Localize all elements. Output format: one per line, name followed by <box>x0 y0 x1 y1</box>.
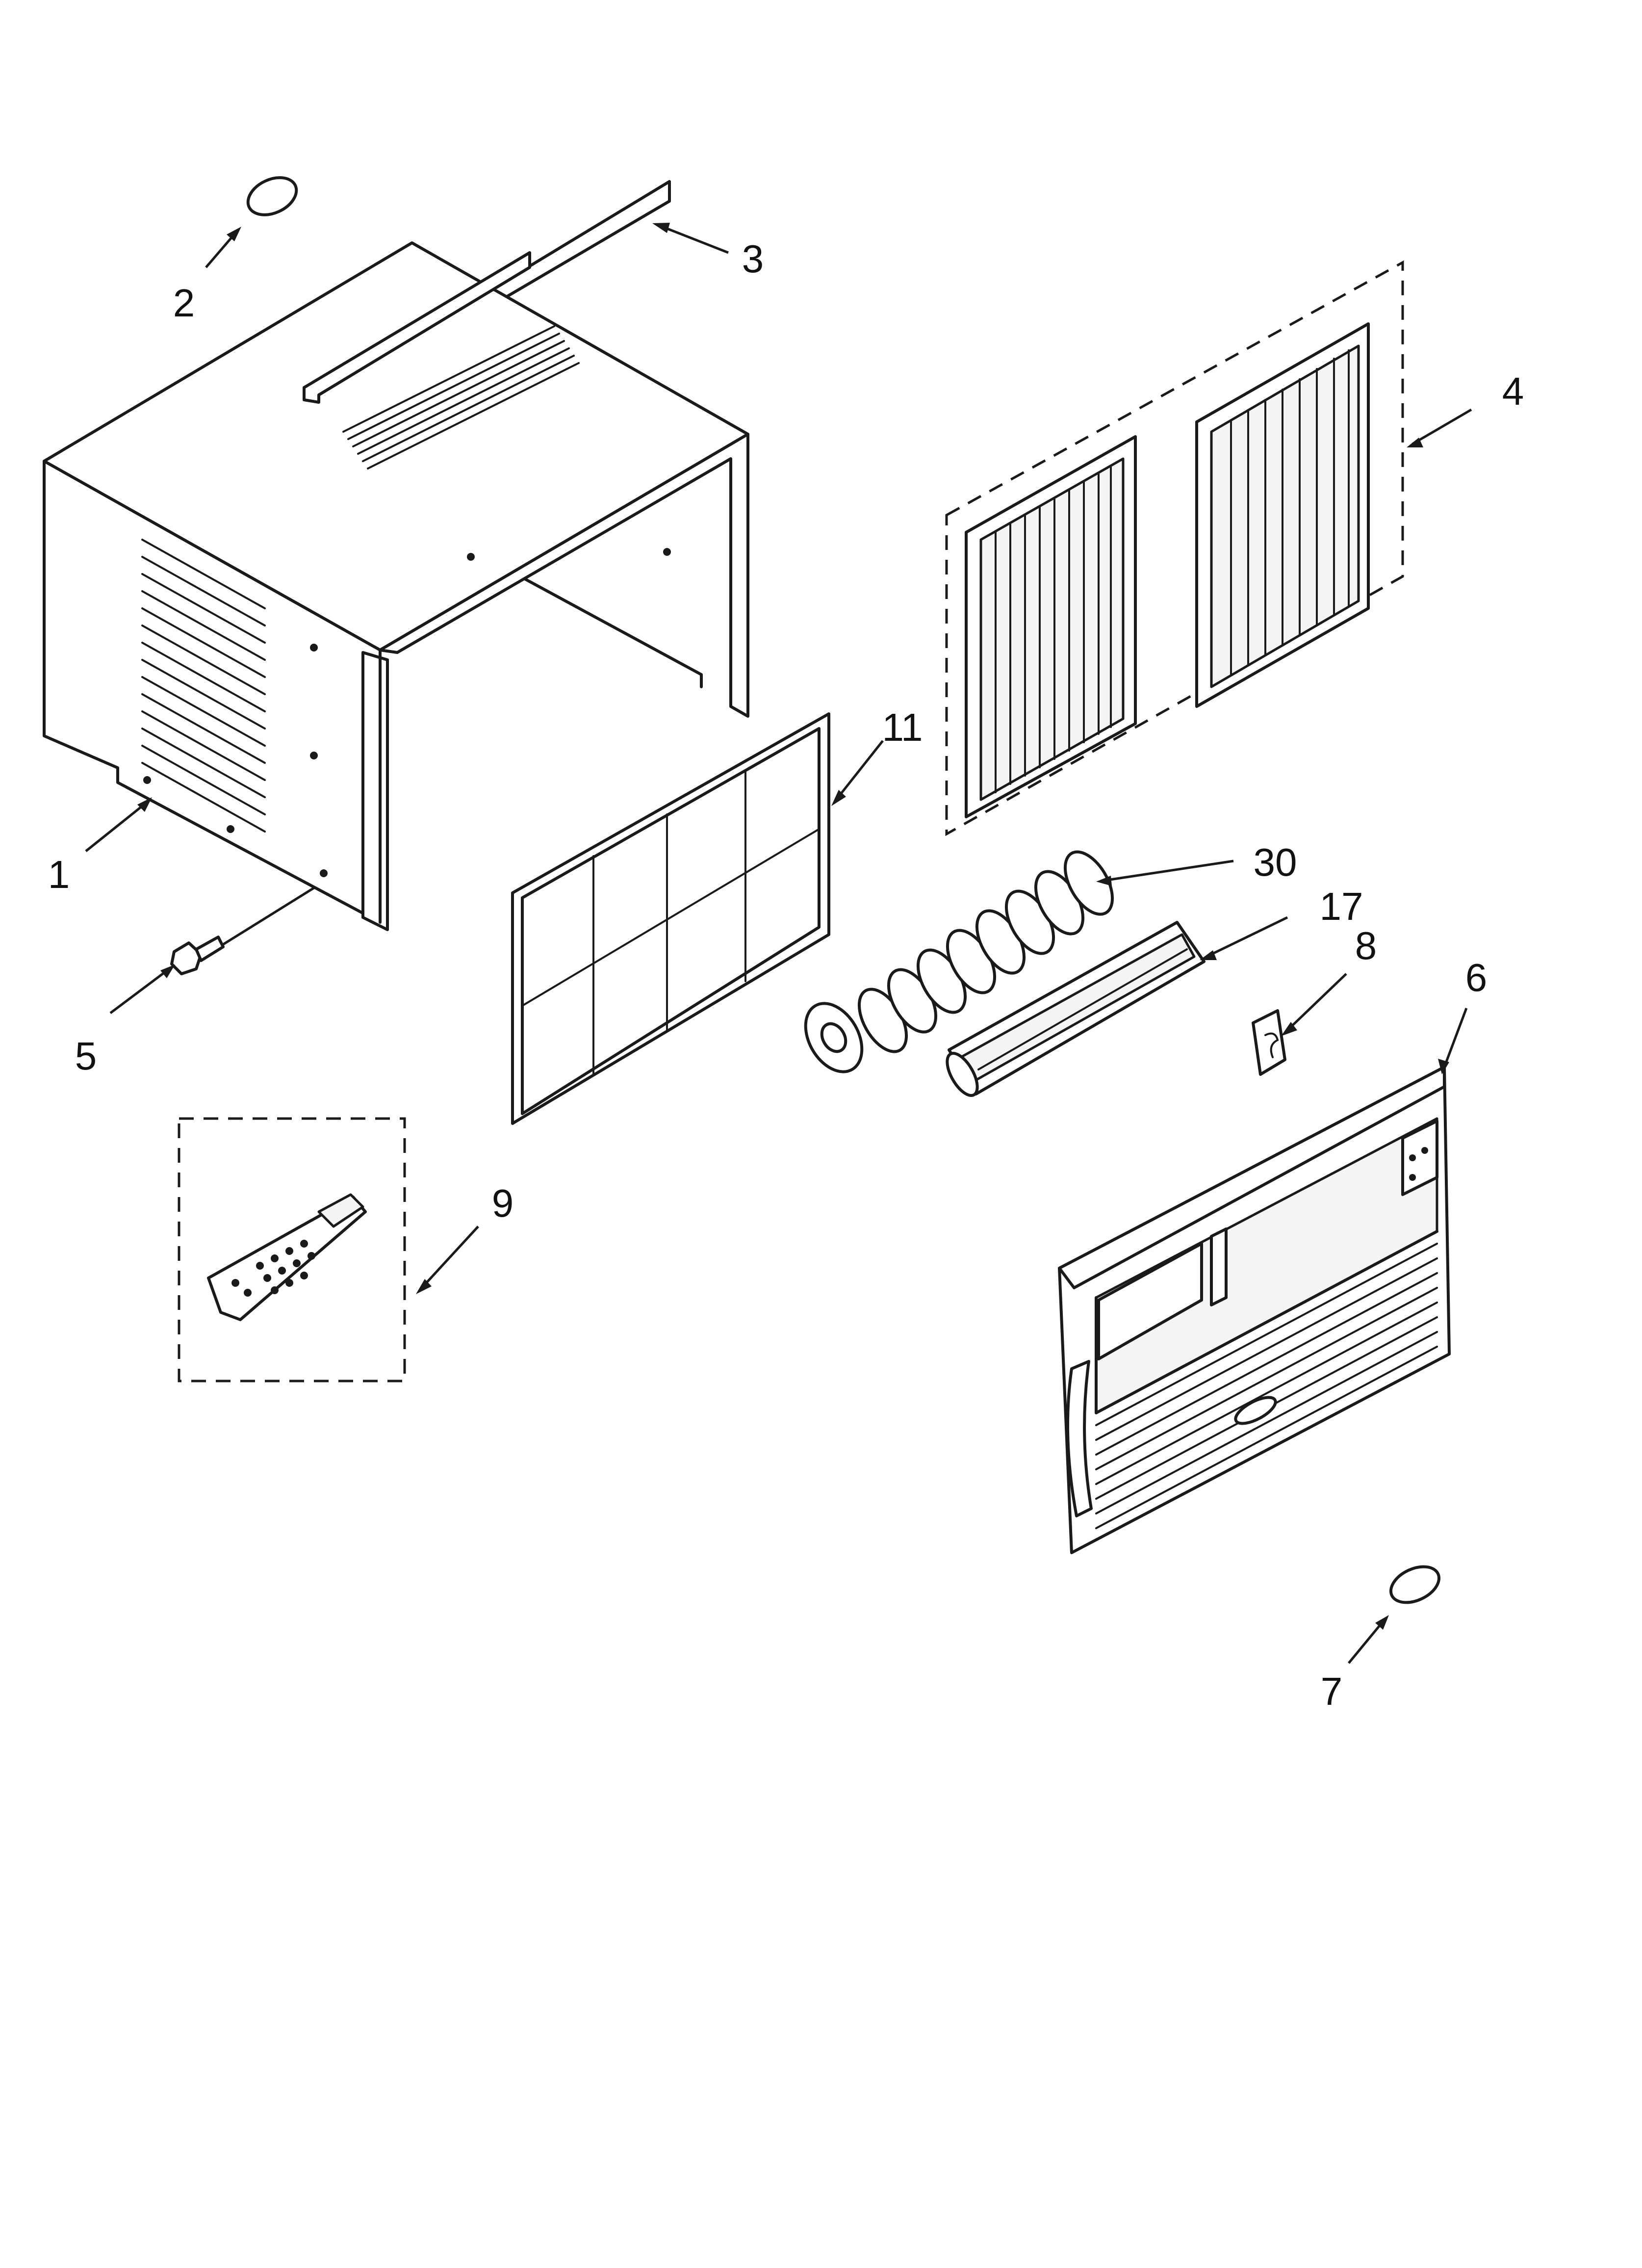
callout-17: 17 <box>1320 885 1363 928</box>
remote-control-icon <box>207 1193 367 1321</box>
blower-wheel-icon <box>804 850 1114 1073</box>
side-curtain-icon <box>965 322 1370 818</box>
screw-icon <box>170 886 315 975</box>
gasket-oval-icon <box>246 176 298 216</box>
callout-11: 11 <box>882 705 923 749</box>
callout-4: 4 <box>1502 369 1524 413</box>
callout-7: 7 <box>1321 1669 1343 1713</box>
callout-9: 9 <box>492 1181 514 1225</box>
bracket-clip-icon <box>1252 1009 1286 1076</box>
leader-arrows <box>85 223 1472 1664</box>
callout-30: 30 <box>1254 840 1297 884</box>
callout-1: 1 <box>48 853 70 896</box>
air-filter-icon <box>511 712 830 1125</box>
callout-6: 6 <box>1465 956 1488 999</box>
louver-icon <box>946 921 1206 1097</box>
callout-5: 5 <box>75 1034 97 1078</box>
callout-8: 8 <box>1355 924 1377 967</box>
front-grille-icon <box>1058 1066 1451 1554</box>
cabinet-icon <box>43 241 749 931</box>
callout-2: 2 <box>173 281 195 325</box>
callout-3: 3 <box>742 237 764 281</box>
badge-oval-icon <box>1389 1565 1441 1604</box>
